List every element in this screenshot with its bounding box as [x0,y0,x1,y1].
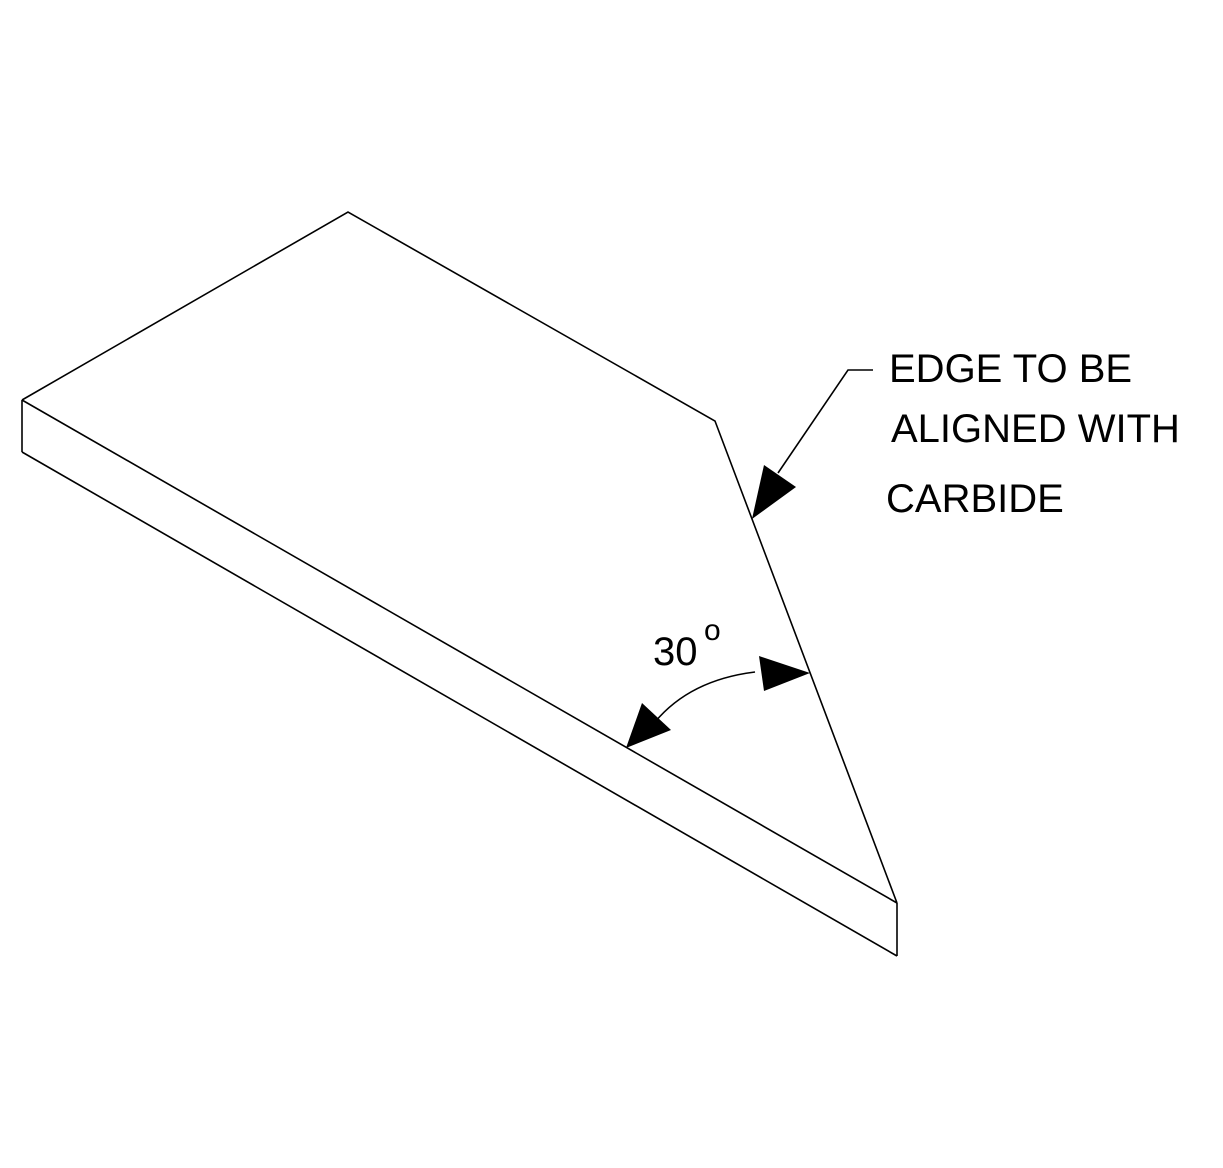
angle-arrowhead-lower [626,703,671,748]
plate-top-face [21,211,898,904]
callout-arrowhead [752,465,796,519]
callout-text-line1: EDGE TO BE [889,347,1132,391]
angle-arrowhead-upper [759,656,810,691]
callout-leader-line [777,369,873,474]
callout-text-line3: CARBIDE [886,477,1064,521]
angle-dimension-arc [654,671,756,723]
plate-front-top-edge [21,399,898,904]
angle-value-label: 30 [653,630,698,674]
callout-text-line2: ALIGNED WITH [891,407,1180,451]
plate-front-bottom-edge [21,451,898,957]
degree-symbol: o [704,614,721,647]
